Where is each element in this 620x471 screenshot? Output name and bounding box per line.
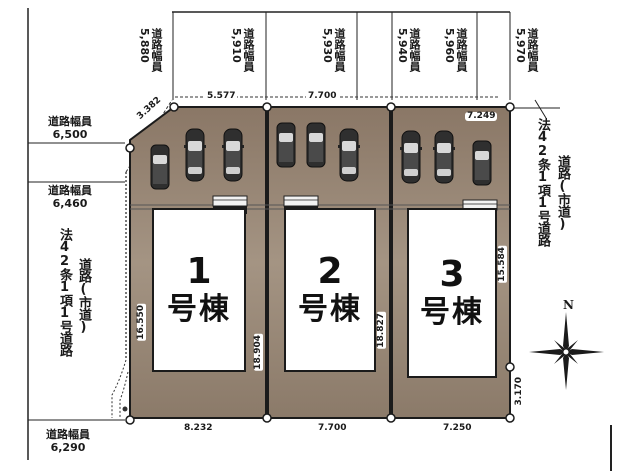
car-icon: [432, 130, 456, 184]
north-label: N: [563, 298, 574, 312]
building-number: 3: [439, 254, 465, 295]
dimension-bottom: 7.700: [318, 423, 347, 433]
building-1: 1 号棟: [152, 208, 246, 372]
building-label: 号棟: [298, 292, 362, 327]
building-3: 3 号棟: [407, 208, 497, 378]
road-type-sublabel: 道路(市道): [555, 155, 570, 231]
north-arrow-icon: [529, 312, 604, 390]
dimension-bottom: 7.250: [443, 423, 472, 433]
car-icon: [337, 128, 361, 182]
dimension-side: 15.584: [497, 246, 507, 283]
building-label: 号棟: [167, 292, 231, 327]
building-number: 2: [317, 251, 343, 292]
dimension-side: 3.170: [514, 376, 524, 407]
car-icon: [150, 144, 170, 190]
dimension-side: 16.550: [136, 304, 146, 341]
car-icon: [472, 140, 492, 186]
car-icon: [183, 128, 207, 182]
dimension-top: 7.700: [306, 91, 339, 101]
building-2: 2 号棟: [284, 208, 376, 372]
dimension-top: 5.577: [205, 91, 238, 101]
car-icon: [221, 128, 245, 182]
dimension-side: 18.827: [376, 312, 386, 349]
dimension-top: 7.249: [465, 111, 498, 121]
road-type-sublabel: 道路(市道): [76, 258, 91, 334]
building-number: 1: [186, 251, 212, 292]
road-type-label: 法42条1項1号道路: [57, 228, 72, 356]
car-icon: [276, 122, 296, 168]
road-type-label: 法42条1項1号道路: [535, 118, 550, 246]
boundary-markers: [125, 102, 515, 425]
dimension-bottom: 8.232: [184, 423, 213, 433]
car-icon: [399, 130, 423, 184]
dimension-side: 18.904: [253, 334, 263, 371]
car-icon: [306, 122, 326, 168]
building-label: 号棟: [420, 295, 484, 330]
